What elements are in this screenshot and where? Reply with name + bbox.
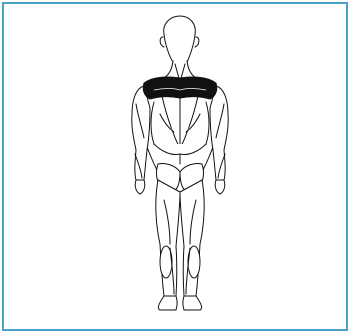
leg-right xyxy=(180,180,204,296)
ear-right xyxy=(195,37,199,47)
arm-left xyxy=(132,86,150,180)
arm-right xyxy=(210,86,228,180)
figure-frame xyxy=(2,2,348,331)
foot-right xyxy=(183,296,202,310)
hand-left xyxy=(135,180,145,194)
head xyxy=(164,16,196,62)
ear-left xyxy=(160,37,164,47)
leg-left xyxy=(156,180,180,296)
anatomy-figure xyxy=(4,4,350,333)
highlighted-shoulder-region xyxy=(143,77,217,99)
hand-right xyxy=(215,180,225,194)
foot-left xyxy=(158,296,177,310)
